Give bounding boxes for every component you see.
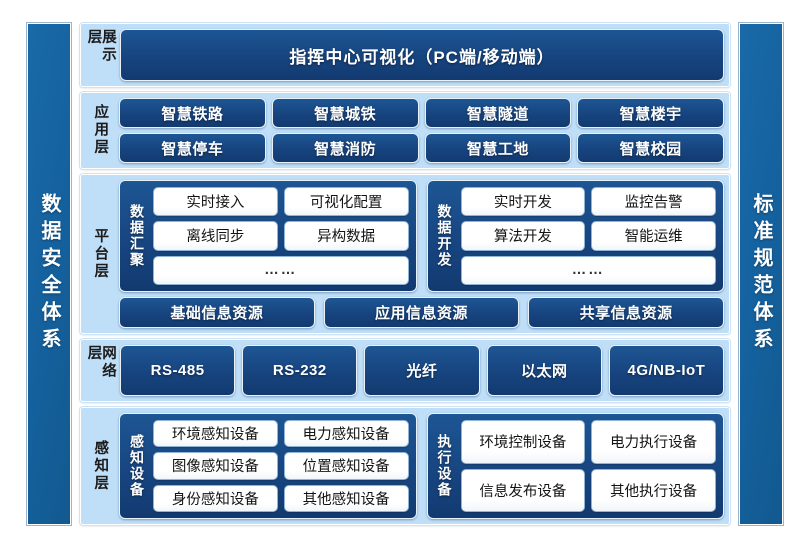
perception-group-sensing-devices: 感知设备 环境感知设备 电力感知设备 图像感知设备 位置感知设备 [119, 413, 417, 519]
right-pillar-label: 标准规范体系 [750, 193, 772, 355]
network-item-ethernet[interactable]: 以太网 [486, 345, 602, 396]
sensor-item-identity[interactable]: 身份感知设备 [153, 484, 278, 512]
right-pillar-standards: 标准规范体系 [739, 23, 783, 525]
app-item-smart-construction[interactable]: 智慧工地 [424, 133, 572, 163]
layer-label-network: 网络层 [85, 345, 117, 380]
platform-agg-row-1: 实时接入 可视化配置 [153, 187, 409, 217]
layer-label-application: 应用层 [92, 104, 109, 157]
app-item-smart-parking[interactable]: 智慧停车 [119, 133, 266, 163]
network-item-rs232[interactable]: RS-232 [242, 345, 358, 396]
app-item-smart-railway[interactable]: 智慧铁路 [119, 98, 266, 128]
platform-dev-row-1: 实时开发 监控告警 [460, 187, 716, 217]
actuator-item-environment-control[interactable]: 环境控制设备 [460, 420, 586, 464]
network-item-fiber[interactable]: 光纤 [364, 345, 480, 396]
sensor-item-power[interactable]: 电力感知设备 [283, 420, 409, 448]
platform-item-algorithm-development[interactable]: 算法开发 [460, 221, 586, 251]
perception-group-title-sensing: 感知设备 [129, 434, 145, 498]
platform-group-title-data-aggregation: 数据汇聚 [129, 204, 145, 268]
left-pillar-data-security: 数据安全体系 [27, 23, 71, 525]
platform-dev-row-2: 算法开发 智能运维 [460, 221, 716, 251]
application-row-2: 智慧停车 智慧消防 智慧工地 智慧校园 [119, 133, 724, 163]
layer-label-presentation: 展示层 [85, 29, 117, 64]
perception-group-title-actuator: 执行设备 [436, 434, 453, 498]
app-item-smart-firefighting[interactable]: 智慧消防 [271, 133, 419, 163]
perception-body: 感知设备 环境感知设备 电力感知设备 图像感知设备 位置感知设备 [119, 413, 724, 519]
platform-item-development-more[interactable]: …… [460, 255, 716, 285]
actuator-item-information-release[interactable]: 信息发布设备 [460, 468, 586, 512]
resource-item-application-information[interactable]: 应用信息资源 [323, 297, 520, 328]
app-item-smart-metro[interactable]: 智慧城铁 [271, 98, 419, 128]
sensor-item-environment[interactable]: 环境感知设备 [153, 420, 278, 448]
sensing-row-1: 环境感知设备 电力感知设备 [153, 420, 409, 448]
presentation-body: 指挥中心可视化（PC端/移动端） [120, 29, 724, 81]
actuator-row-1: 环境控制设备 电力执行设备 [460, 420, 716, 464]
layer-stack: 展示层 指挥中心可视化（PC端/移动端） 应用层 智慧铁路 智慧城铁 智慧隧道 … [80, 23, 730, 525]
platform-dev-row-3: …… [460, 255, 716, 285]
platform-item-visual-config[interactable]: 可视化配置 [283, 187, 409, 217]
perception-sensing-grid: 环境感知设备 电力感知设备 图像感知设备 位置感知设备 身份感知设备 其他感知设… [153, 420, 409, 512]
layer-network: 网络层 RS-485 RS-232 光纤 以太网 4G/NB-IoT [80, 339, 730, 402]
layer-application: 应用层 智慧铁路 智慧城铁 智慧隧道 智慧楼宇 智慧停车 智慧消防 智慧工地 智… [80, 92, 730, 169]
layer-presentation: 展示层 指挥中心可视化（PC端/移动端） [80, 23, 730, 87]
app-item-smart-tunnel[interactable]: 智慧隧道 [424, 98, 572, 128]
network-body: RS-485 RS-232 光纤 以太网 4G/NB-IoT [120, 345, 725, 396]
platform-item-aggregation-more[interactable]: …… [153, 255, 409, 285]
app-item-smart-building[interactable]: 智慧楼宇 [577, 98, 724, 128]
network-item-rs485[interactable]: RS-485 [120, 345, 236, 396]
actuator-item-other[interactable]: 其他执行设备 [591, 468, 716, 512]
layer-perception: 感知层 感知设备 环境感知设备 电力感知设备 图像感知设备 [80, 407, 730, 525]
application-body: 智慧铁路 智慧城铁 智慧隧道 智慧楼宇 智慧停车 智慧消防 智慧工地 智慧校园 [119, 98, 724, 163]
perception-group-actuator-devices: 执行设备 环境控制设备 电力执行设备 信息发布设备 其他执行设备 [426, 413, 724, 519]
sensor-item-location[interactable]: 位置感知设备 [283, 452, 409, 480]
platform-agg-row-2: 离线同步 异构数据 [153, 221, 409, 251]
platform-resource-row: 基础信息资源 应用信息资源 共享信息资源 [119, 297, 725, 328]
platform-item-offline-sync[interactable]: 离线同步 [153, 221, 278, 251]
actuator-row-2: 信息发布设备 其他执行设备 [460, 468, 716, 512]
platform-item-intelligent-ops[interactable]: 智能运维 [591, 221, 716, 251]
application-row-1: 智慧铁路 智慧城铁 智慧隧道 智慧楼宇 [119, 98, 724, 128]
platform-group-grid-data-development: 实时开发 监控告警 算法开发 智能运维 …… [460, 187, 716, 285]
sensing-row-2: 图像感知设备 位置感知设备 [153, 452, 409, 480]
platform-group-title-data-development: 数据开发 [436, 204, 453, 268]
sensor-item-image[interactable]: 图像感知设备 [153, 452, 278, 480]
app-item-smart-campus[interactable]: 智慧校园 [577, 133, 724, 163]
platform-groups: 数据汇聚 实时接入 可视化配置 离线同步 异构数据 …… [119, 180, 724, 292]
platform-item-realtime-development[interactable]: 实时开发 [460, 187, 586, 217]
platform-group-data-development: 数据开发 实时开发 监控告警 算法开发 智能运维 …… [426, 180, 724, 292]
network-item-4g-nbiot[interactable]: 4G/NB-IoT [608, 345, 725, 396]
sensor-item-other[interactable]: 其他感知设备 [283, 484, 409, 512]
layer-label-perception: 感知层 [92, 439, 109, 493]
platform-agg-row-3: …… [153, 255, 409, 285]
platform-item-realtime-ingest[interactable]: 实时接入 [153, 187, 278, 217]
platform-item-monitoring-alarm[interactable]: 监控告警 [591, 187, 716, 217]
platform-group-data-aggregation: 数据汇聚 实时接入 可视化配置 离线同步 异构数据 …… [119, 180, 417, 292]
left-pillar-label: 数据安全体系 [38, 193, 60, 355]
presentation-banner[interactable]: 指挥中心可视化（PC端/移动端） [120, 29, 724, 81]
sensing-row-3: 身份感知设备 其他感知设备 [153, 484, 409, 512]
perception-groups: 感知设备 环境感知设备 电力感知设备 图像感知设备 位置感知设备 [119, 413, 724, 519]
platform-body: 数据汇聚 实时接入 可视化配置 离线同步 异构数据 …… [119, 180, 725, 328]
network-row: RS-485 RS-232 光纤 以太网 4G/NB-IoT [120, 345, 725, 396]
layer-label-platform: 平台层 [92, 227, 109, 281]
perception-actuator-grid: 环境控制设备 电力执行设备 信息发布设备 其他执行设备 [460, 420, 716, 512]
layer-platform: 平台层 数据汇聚 实时接入 可视化配置 离线同步 异 [80, 174, 730, 334]
resource-item-shared-information[interactable]: 共享信息资源 [528, 297, 725, 328]
resource-item-basic-information[interactable]: 基础信息资源 [119, 297, 315, 328]
platform-group-grid-data-aggregation: 实时接入 可视化配置 离线同步 异构数据 …… [153, 187, 409, 285]
actuator-item-power-execution[interactable]: 电力执行设备 [591, 420, 716, 464]
platform-item-heterogeneous-data[interactable]: 异构数据 [283, 221, 409, 251]
